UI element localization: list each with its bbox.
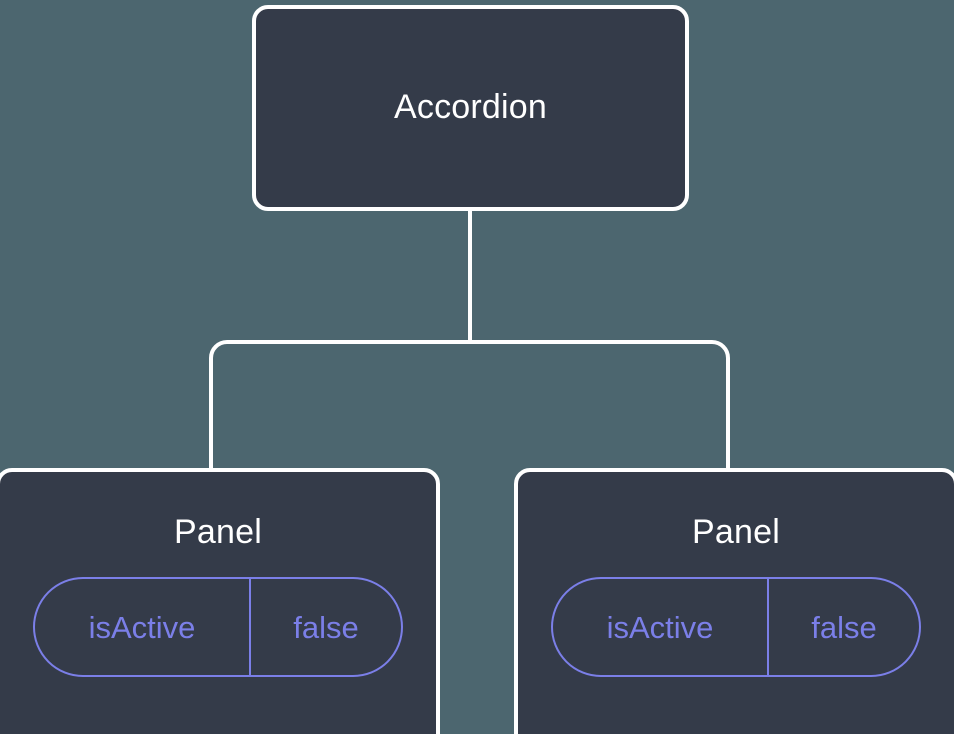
node-accordion[interactable]: Accordion bbox=[252, 5, 689, 211]
node-panel-1-label: Panel bbox=[174, 513, 262, 551]
node-panel-2-label: Panel bbox=[692, 513, 780, 551]
state-pill-panel-1[interactable]: isActive false bbox=[33, 577, 403, 678]
state-key-panel-1: isActive bbox=[88, 609, 196, 645]
state-value-panel-2: false bbox=[767, 579, 919, 676]
node-panel-1[interactable]: Panel isActive false bbox=[0, 468, 440, 734]
state-key-panel-2: isActive bbox=[606, 609, 714, 645]
edge-to-panel-1 bbox=[209, 340, 470, 472]
state-value-panel-1: false bbox=[249, 579, 401, 676]
node-accordion-label: Accordion bbox=[394, 88, 547, 127]
node-panel-2[interactable]: Panel isActive false bbox=[514, 468, 954, 734]
state-pill-panel-2[interactable]: isActive false bbox=[551, 577, 921, 678]
edge-to-panel-2 bbox=[470, 340, 730, 472]
